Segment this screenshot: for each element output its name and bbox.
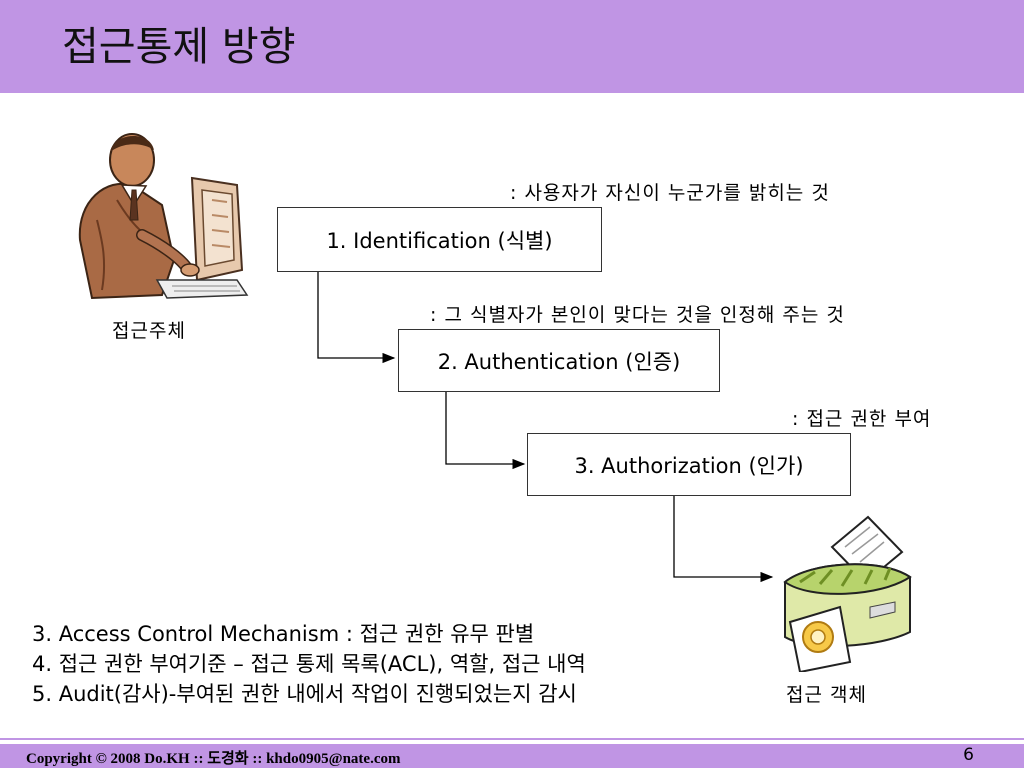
step-identification-box: 1. Identification (식별)	[277, 207, 602, 272]
subject-label: 접근주체	[112, 320, 186, 342]
object-label: 접근 객체	[786, 684, 867, 706]
identification-note: : 사용자가 자신이 누군가를 밝히는 것	[510, 182, 830, 204]
printer-clipart	[783, 515, 912, 672]
title-band	[0, 0, 1024, 93]
step-authentication-box: 2. Authentication (인증)	[398, 329, 720, 392]
arrow-identification-to-authentication	[317, 271, 396, 364]
authentication-note: : 그 식별자가 본인이 맞다는 것을 인정해 주는 것	[430, 304, 845, 326]
slide-title: 접근통제 방향	[62, 24, 296, 70]
authorization-note: : 접근 권한 부여	[792, 408, 932, 430]
footer-band	[0, 744, 1024, 768]
page-number: 6	[963, 745, 974, 765]
list-item: 5. Audit(감사)-부여된 권한 내에서 작업이 진행되었는지 감시	[32, 682, 577, 706]
copyright-text: Copyright © 2008 Do.KH :: 도경화 :: khdo090…	[26, 751, 401, 767]
arrow-authentication-to-authorization	[445, 391, 526, 470]
list-item: 4. 접근 권한 부여기준 – 접근 통제 목록(ACL), 역할, 접근 내역	[32, 652, 586, 676]
arrow-authorization-to-object	[673, 496, 774, 583]
footer-divider	[0, 738, 1024, 740]
person-at-computer-clipart	[78, 133, 249, 300]
control-list: 3. Access Control Mechanism : 접근 권한 유무 판…	[32, 619, 586, 709]
step-authorization-box: 3. Authorization (인가)	[527, 433, 851, 496]
list-item: 3. Access Control Mechanism : 접근 권한 유무 판…	[32, 622, 535, 646]
